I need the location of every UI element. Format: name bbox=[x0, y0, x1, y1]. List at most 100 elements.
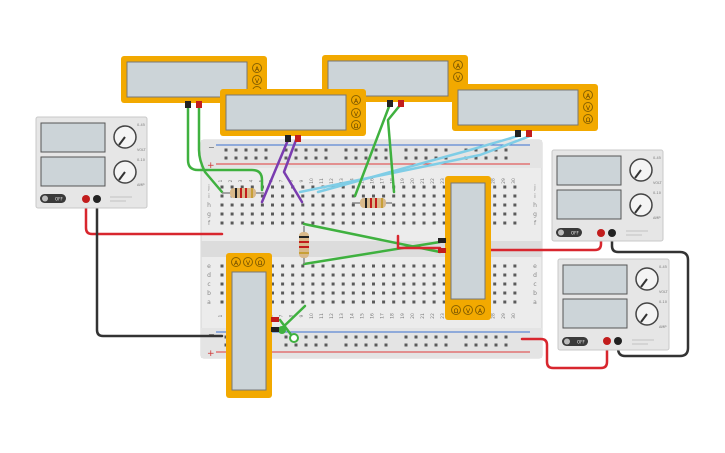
breadboard-hole[interactable] bbox=[301, 264, 305, 268]
rail-hole[interactable] bbox=[264, 156, 268, 160]
breadboard-hole[interactable] bbox=[331, 291, 335, 295]
rail-hole[interactable] bbox=[504, 343, 508, 347]
breadboard-hole[interactable] bbox=[392, 221, 396, 225]
breadboard-hole[interactable] bbox=[331, 194, 335, 198]
power-supply[interactable]: 0-45 VOLT 0-10 AMP OFF bbox=[551, 149, 664, 242]
breadboard-hole[interactable] bbox=[513, 212, 517, 216]
breadboard-hole[interactable] bbox=[311, 185, 315, 189]
breadboard-hole[interactable] bbox=[432, 282, 436, 286]
breadboard-hole[interactable] bbox=[432, 300, 436, 304]
voltmeter-icon[interactable]: V bbox=[456, 75, 461, 82]
rail-hole[interactable] bbox=[364, 343, 368, 347]
breadboard-hole[interactable] bbox=[230, 221, 234, 225]
breadboard-hole[interactable] bbox=[493, 291, 497, 295]
rail-hole[interactable] bbox=[404, 148, 408, 152]
breadboard-hole[interactable] bbox=[513, 300, 517, 304]
breadboard-hole[interactable] bbox=[361, 212, 365, 216]
breadboard-hole[interactable] bbox=[422, 300, 426, 304]
rail-hole[interactable] bbox=[444, 343, 448, 347]
resistor[interactable] bbox=[352, 198, 392, 208]
breadboard-hole[interactable] bbox=[291, 212, 295, 216]
breadboard-hole[interactable] bbox=[311, 264, 315, 268]
breadboard-hole[interactable] bbox=[422, 185, 426, 189]
breadboard-hole[interactable] bbox=[220, 203, 224, 207]
rail-hole[interactable] bbox=[354, 335, 358, 339]
negative-terminal[interactable] bbox=[93, 195, 101, 203]
wire-green[interactable] bbox=[278, 318, 294, 338]
breadboard-hole[interactable] bbox=[382, 221, 386, 225]
rail-hole[interactable] bbox=[444, 335, 448, 339]
breadboard-hole[interactable] bbox=[271, 282, 274, 286]
breadboard-hole[interactable] bbox=[271, 291, 274, 295]
ohmmeter-icon[interactable]: Ω bbox=[354, 123, 359, 130]
breadboard-hole[interactable] bbox=[341, 291, 345, 295]
breadboard-hole[interactable] bbox=[271, 203, 274, 207]
breadboard-hole[interactable] bbox=[230, 203, 234, 207]
rail-hole[interactable] bbox=[314, 343, 318, 347]
breadboard-hole[interactable] bbox=[311, 212, 315, 216]
breadboard-hole[interactable] bbox=[291, 264, 295, 268]
rail-hole[interactable] bbox=[374, 335, 378, 339]
probe-terminal-red[interactable] bbox=[295, 135, 301, 142]
positive-terminal[interactable] bbox=[82, 195, 90, 203]
breadboard-hole[interactable] bbox=[321, 300, 325, 304]
breadboard-hole[interactable] bbox=[220, 273, 224, 277]
breadboard-hole[interactable] bbox=[432, 291, 436, 295]
breadboard-hole[interactable] bbox=[220, 185, 224, 189]
rail-hole[interactable] bbox=[354, 343, 358, 347]
breadboard-hole[interactable] bbox=[513, 221, 517, 225]
multimeter-vertical[interactable]: Ω V A bbox=[438, 176, 491, 320]
breadboard-hole[interactable] bbox=[503, 273, 507, 277]
breadboard-hole[interactable] bbox=[442, 291, 446, 295]
rail-hole[interactable] bbox=[494, 343, 498, 347]
rail-hole[interactable] bbox=[374, 343, 378, 347]
rail-hole[interactable] bbox=[414, 335, 418, 339]
rail-hole[interactable] bbox=[364, 335, 368, 339]
breadboard-hole[interactable] bbox=[402, 273, 406, 277]
breadboard-hole[interactable] bbox=[281, 264, 285, 268]
breadboard-hole[interactable] bbox=[311, 273, 315, 277]
rail-hole[interactable] bbox=[474, 343, 478, 347]
breadboard-hole[interactable] bbox=[220, 300, 224, 304]
power-supply[interactable]: 0-45 VOLT 0-10 AMP OFF bbox=[557, 258, 670, 351]
breadboard-hole[interactable] bbox=[412, 300, 416, 304]
ammeter-icon[interactable]: A bbox=[478, 308, 483, 315]
breadboard-hole[interactable] bbox=[402, 264, 406, 268]
breadboard-hole[interactable] bbox=[281, 221, 285, 225]
ohmmeter-icon[interactable]: Ω bbox=[454, 308, 459, 315]
rail-hole[interactable] bbox=[494, 335, 498, 339]
wire-black[interactable] bbox=[610, 232, 690, 358]
breadboard-hole[interactable] bbox=[291, 194, 295, 198]
rail-hole[interactable] bbox=[264, 148, 268, 152]
breadboard-hole[interactable] bbox=[412, 185, 416, 189]
probe-terminal-black[interactable] bbox=[515, 130, 521, 137]
breadboard-hole[interactable] bbox=[351, 282, 355, 286]
breadboard-hole[interactable] bbox=[422, 212, 426, 216]
breadboard-hole[interactable] bbox=[341, 282, 345, 286]
breadboard-hole[interactable] bbox=[513, 185, 517, 189]
breadboard-hole[interactable] bbox=[271, 185, 274, 189]
probe-terminal-black[interactable] bbox=[271, 327, 279, 332]
breadboard-hole[interactable] bbox=[432, 212, 436, 216]
probe-terminal-red[interactable] bbox=[196, 101, 202, 108]
wire-green[interactable] bbox=[353, 102, 392, 198]
positive-terminal[interactable] bbox=[603, 337, 611, 345]
breadboard-hole[interactable] bbox=[301, 273, 305, 277]
breadboard-hole[interactable] bbox=[412, 212, 416, 216]
rail-hole[interactable] bbox=[344, 148, 348, 152]
breadboard-hole[interactable] bbox=[341, 221, 345, 225]
breadboard-hole[interactable] bbox=[392, 291, 396, 295]
breadboard-hole[interactable] bbox=[432, 273, 436, 277]
rail-hole[interactable] bbox=[304, 156, 308, 160]
voltmeter-icon[interactable]: V bbox=[255, 78, 260, 85]
ammeter-icon[interactable]: A bbox=[354, 98, 359, 105]
breadboard-hole[interactable] bbox=[341, 212, 345, 216]
breadboard-hole[interactable] bbox=[301, 185, 305, 189]
rail-hole[interactable] bbox=[404, 335, 408, 339]
breadboard-hole[interactable] bbox=[351, 185, 355, 189]
breadboard-hole[interactable] bbox=[392, 203, 396, 207]
breadboard-hole[interactable] bbox=[321, 291, 325, 295]
breadboard-hole[interactable] bbox=[422, 282, 426, 286]
breadboard-hole[interactable] bbox=[271, 212, 274, 216]
